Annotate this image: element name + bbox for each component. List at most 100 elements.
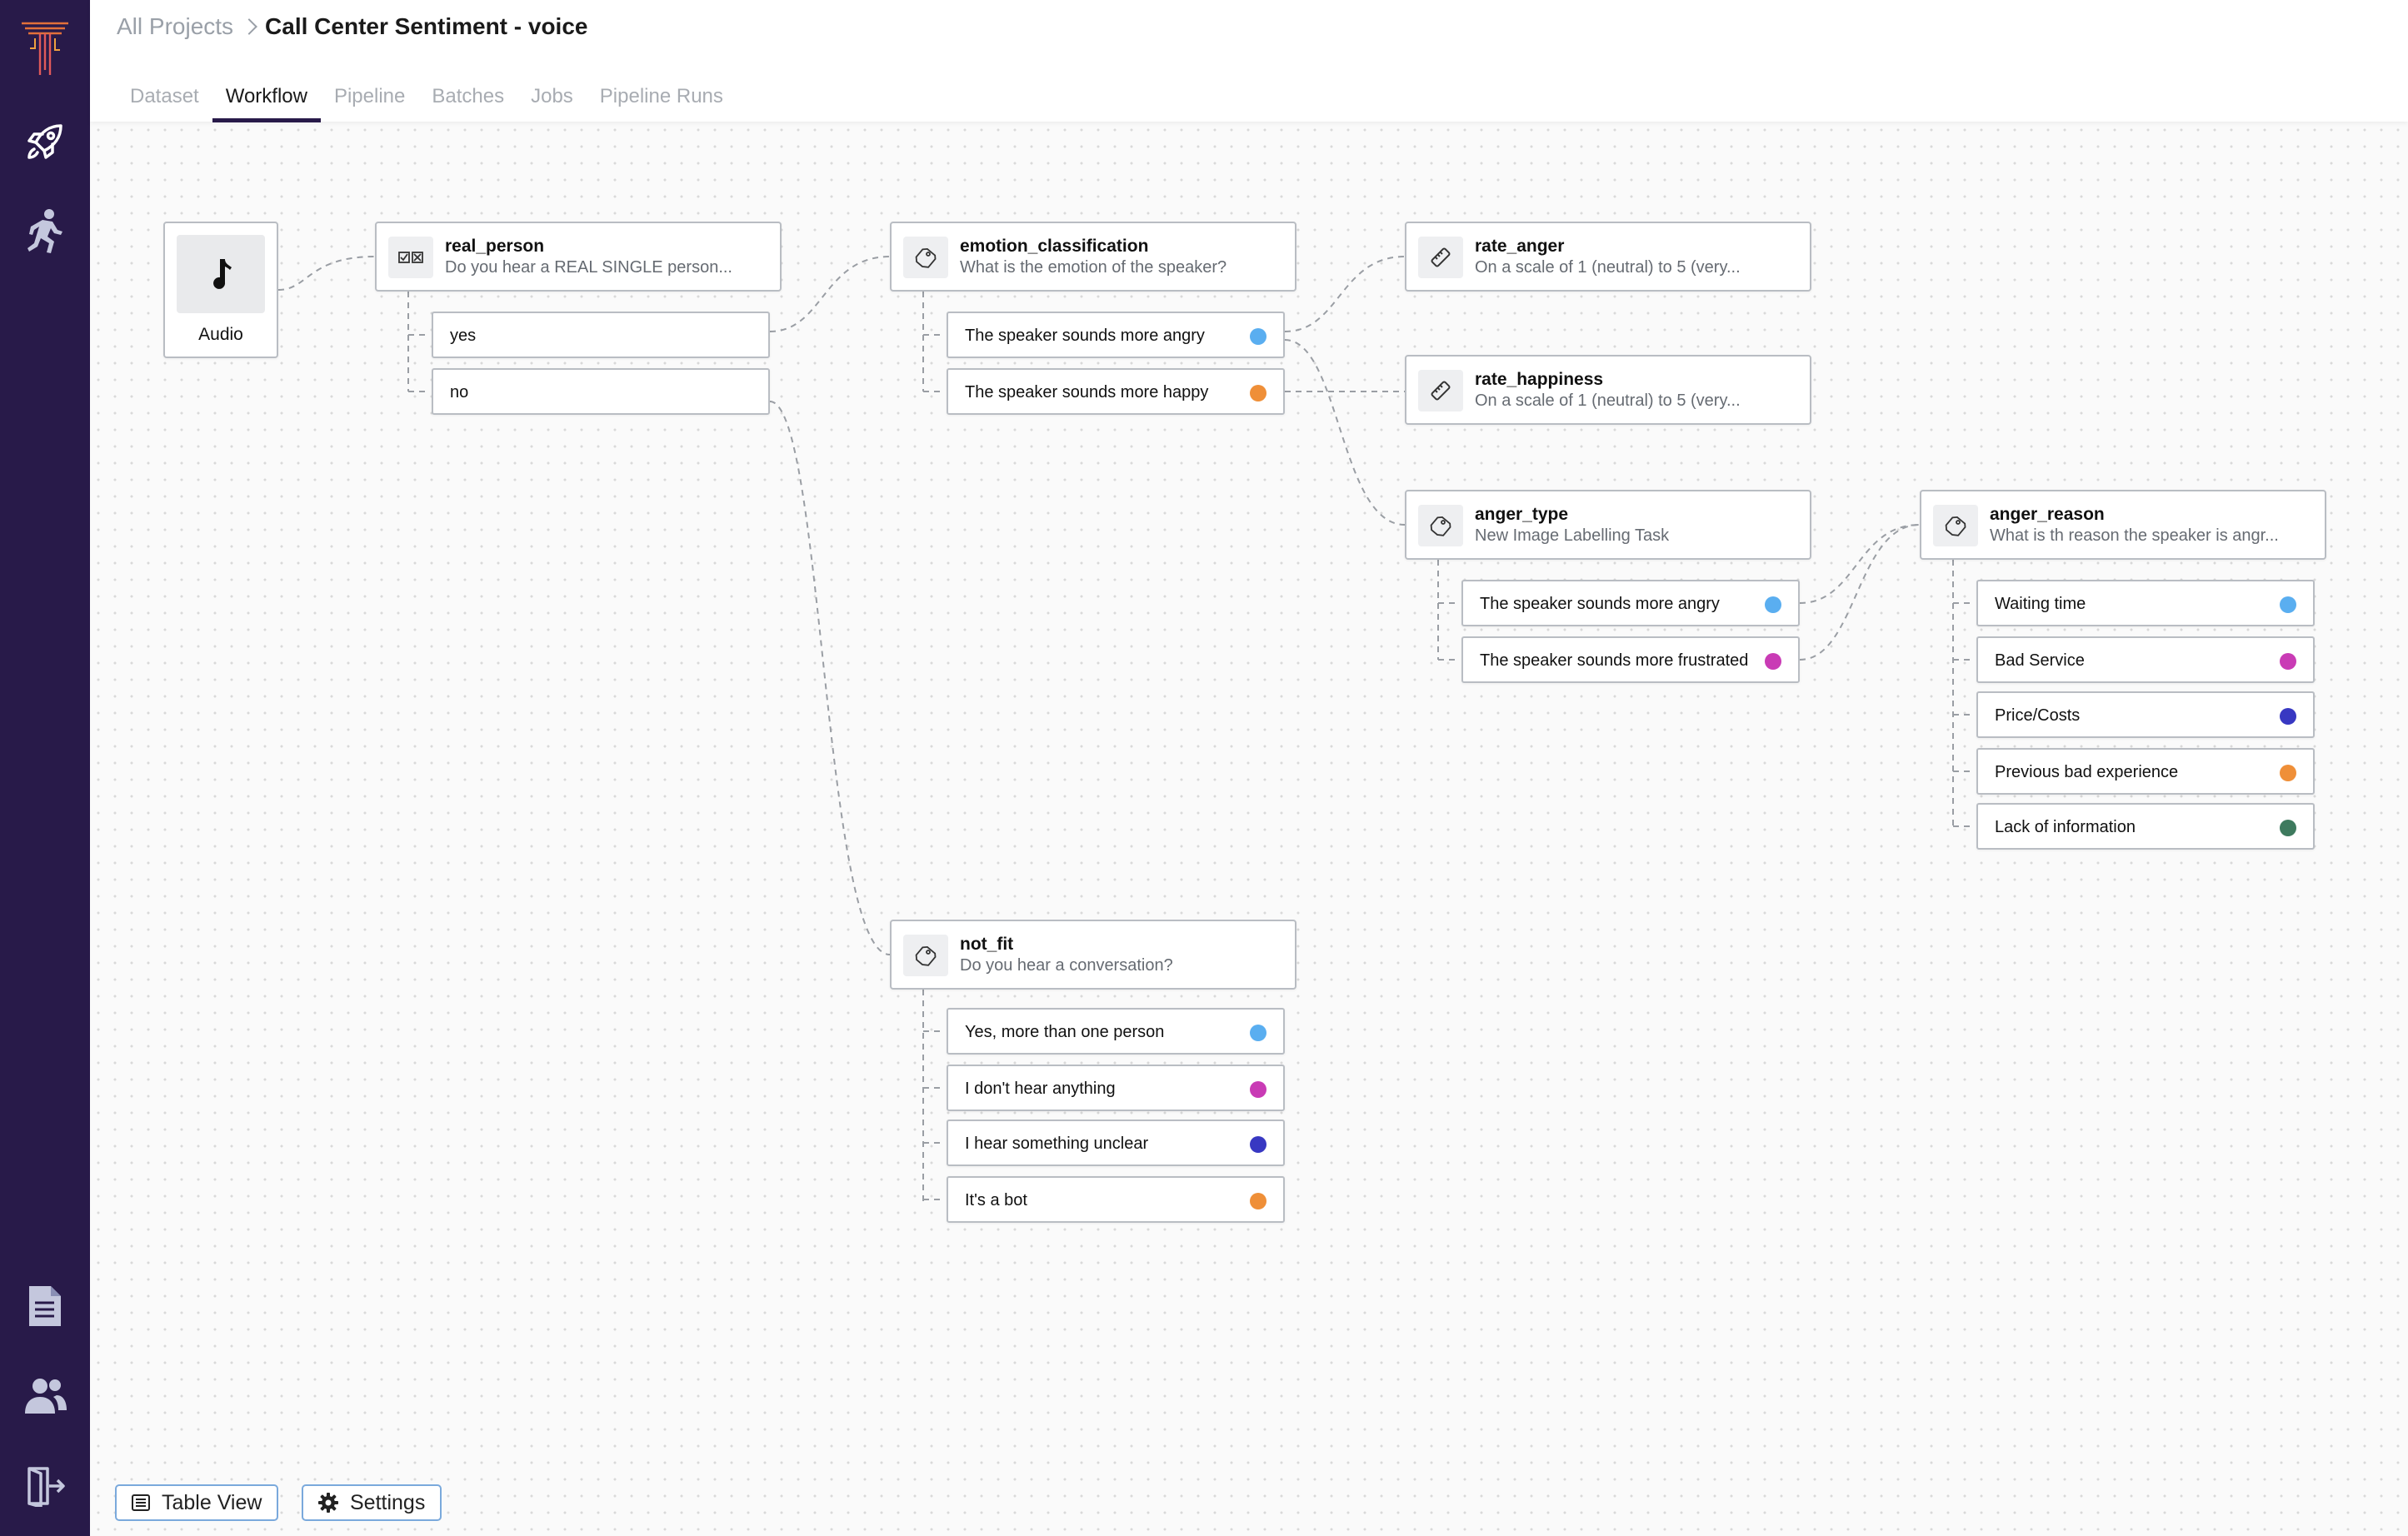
task-node-real-person[interactable]: real_person Do you hear a REAL SINGLE pe… (375, 222, 782, 292)
sidebar (0, 0, 90, 1536)
logout-icon[interactable] (20, 1461, 70, 1511)
tab-batches[interactable]: Batches (432, 85, 505, 107)
option-more-angry[interactable]: The speaker sounds more angry (947, 312, 1285, 358)
option-label: no (450, 383, 469, 401)
chevron-right-icon (241, 18, 257, 35)
breadcrumb-all-projects-link[interactable]: All Projects (117, 13, 234, 39)
color-dot (1250, 1081, 1266, 1098)
settings-label: Settings (350, 1490, 426, 1514)
breadcrumb: All Projects Call Center Sentiment - voi… (117, 13, 587, 40)
option-label: Waiting time (1995, 595, 2086, 613)
page-title: Call Center Sentiment - voice (265, 13, 588, 39)
option-label: The speaker sounds more happy (965, 383, 1209, 401)
tab-pipeline-runs[interactable]: Pipeline Runs (599, 85, 723, 107)
color-dot (1250, 1136, 1266, 1153)
table-view-button[interactable]: Table View (115, 1484, 279, 1521)
settings-button[interactable]: Settings (302, 1484, 442, 1521)
option-label: It's a bot (965, 1191, 1027, 1209)
task-name: emotion_classification (960, 237, 1149, 256)
header: All Projects Call Center Sentiment - voi… (90, 0, 2408, 122)
task-description: What is the emotion of the speaker? (960, 258, 1227, 277)
tab-pipeline[interactable]: Pipeline (333, 85, 406, 107)
brand-t-logo-icon[interactable] (20, 22, 70, 75)
audio-source-node[interactable]: Audio (163, 222, 278, 358)
option-its-a-bot[interactable]: It's a bot (947, 1176, 1285, 1223)
tag-icon (1933, 505, 1978, 546)
task-description: On a scale of 1 (neutral) to 5 (very... (1475, 391, 1741, 410)
rocket-icon[interactable] (20, 117, 70, 167)
option-previous-bad-experience[interactable]: Previous bad experience (1976, 748, 2315, 795)
color-dot (2280, 765, 2296, 781)
option-label: I hear something unclear (965, 1135, 1149, 1153)
task-node-emotion-classification[interactable]: emotion_classification What is the emoti… (890, 222, 1296, 292)
task-name: rate_anger (1475, 237, 1565, 256)
option-yes[interactable]: yes (432, 312, 770, 358)
task-description: Do you hear a conversation? (960, 956, 1173, 975)
tag-icon (903, 237, 948, 278)
tab-dataset[interactable]: Dataset (130, 85, 199, 107)
color-dot (1250, 385, 1266, 401)
task-name: anger_reason (1990, 505, 2105, 524)
task-node-anger-reason[interactable]: anger_reason What is th reason the speak… (1920, 490, 2326, 560)
color-dot (1765, 653, 1781, 670)
task-description: Do you hear a REAL SINGLE person... (445, 258, 732, 277)
color-dot (2280, 653, 2296, 670)
color-dot (1250, 1025, 1266, 1041)
workflow-canvas[interactable]: Audio real_person Do you hear a REAL SIN… (90, 122, 2408, 1536)
checkbox-icon (388, 237, 433, 278)
color-dot (1250, 1193, 1266, 1209)
option-more-frustrated[interactable]: The speaker sounds more frustrated (1461, 636, 1800, 683)
color-dot (1250, 328, 1266, 345)
connection-lines (277, 256, 1975, 1201)
option-price-costs[interactable]: Price/Costs (1976, 691, 2315, 738)
tag-icon (903, 935, 948, 976)
tab-workflow[interactable]: Workflow (212, 82, 321, 122)
task-description: On a scale of 1 (neutral) to 5 (very... (1475, 258, 1741, 277)
option-more-angry[interactable]: The speaker sounds more angry (1461, 580, 1800, 626)
task-description: New Image Labelling Task (1475, 526, 1670, 545)
task-node-anger-type[interactable]: anger_type New Image Labelling Task (1405, 490, 1811, 560)
ruler-icon (1418, 237, 1463, 278)
option-lack-of-information[interactable]: Lack of information (1976, 803, 2315, 850)
option-label: The speaker sounds more angry (1480, 595, 1720, 613)
table-icon (132, 1494, 150, 1511)
tab-jobs[interactable]: Jobs (531, 85, 573, 107)
table-view-label: Table View (162, 1490, 262, 1514)
task-node-rate-anger[interactable]: rate_anger On a scale of 1 (neutral) to … (1405, 222, 1811, 292)
option-hear-something-unclear[interactable]: I hear something unclear (947, 1120, 1285, 1166)
gear-icon (318, 1493, 338, 1513)
option-label: The speaker sounds more angry (965, 327, 1205, 345)
ruler-icon (1418, 370, 1463, 411)
color-dot (2280, 596, 2296, 613)
option-dont-hear-anything[interactable]: I don't hear anything (947, 1065, 1285, 1111)
task-name: real_person (445, 237, 545, 256)
option-more-than-one-person[interactable]: Yes, more than one person (947, 1008, 1285, 1055)
document-icon[interactable] (20, 1281, 70, 1331)
task-node-rate-happiness[interactable]: rate_happiness On a scale of 1 (neutral)… (1405, 355, 1811, 425)
task-name: anger_type (1475, 505, 1569, 524)
option-label: I don't hear anything (965, 1080, 1116, 1098)
option-label: Yes, more than one person (965, 1023, 1165, 1041)
option-more-happy[interactable]: The speaker sounds more happy (947, 368, 1285, 415)
option-label: yes (450, 327, 477, 345)
task-node-not-fit[interactable]: not_fit Do you hear a conversation? (890, 920, 1296, 990)
task-description: What is th reason the speaker is angr... (1990, 526, 2279, 545)
task-name: not_fit (960, 935, 1014, 954)
option-label: Price/Costs (1995, 706, 2081, 725)
audio-source-label: Audio (198, 325, 243, 344)
option-no[interactable]: no (432, 368, 770, 415)
tab-bar: Dataset Workflow Pipeline Batches Jobs P… (117, 82, 737, 122)
users-icon[interactable] (20, 1371, 70, 1421)
color-dot (2280, 820, 2296, 836)
option-label: Bad Service (1995, 651, 2085, 670)
running-person-icon[interactable] (20, 207, 70, 257)
option-label: Previous bad experience (1995, 763, 2179, 781)
tag-icon (1418, 505, 1463, 546)
option-label: The speaker sounds more frustrated (1480, 651, 1749, 670)
option-bad-service[interactable]: Bad Service (1976, 636, 2315, 683)
option-label: Lack of information (1995, 818, 2136, 836)
task-name: rate_happiness (1475, 370, 1604, 389)
music-note-icon (177, 235, 265, 313)
color-dot (1765, 596, 1781, 613)
option-waiting-time[interactable]: Waiting time (1976, 580, 2315, 626)
